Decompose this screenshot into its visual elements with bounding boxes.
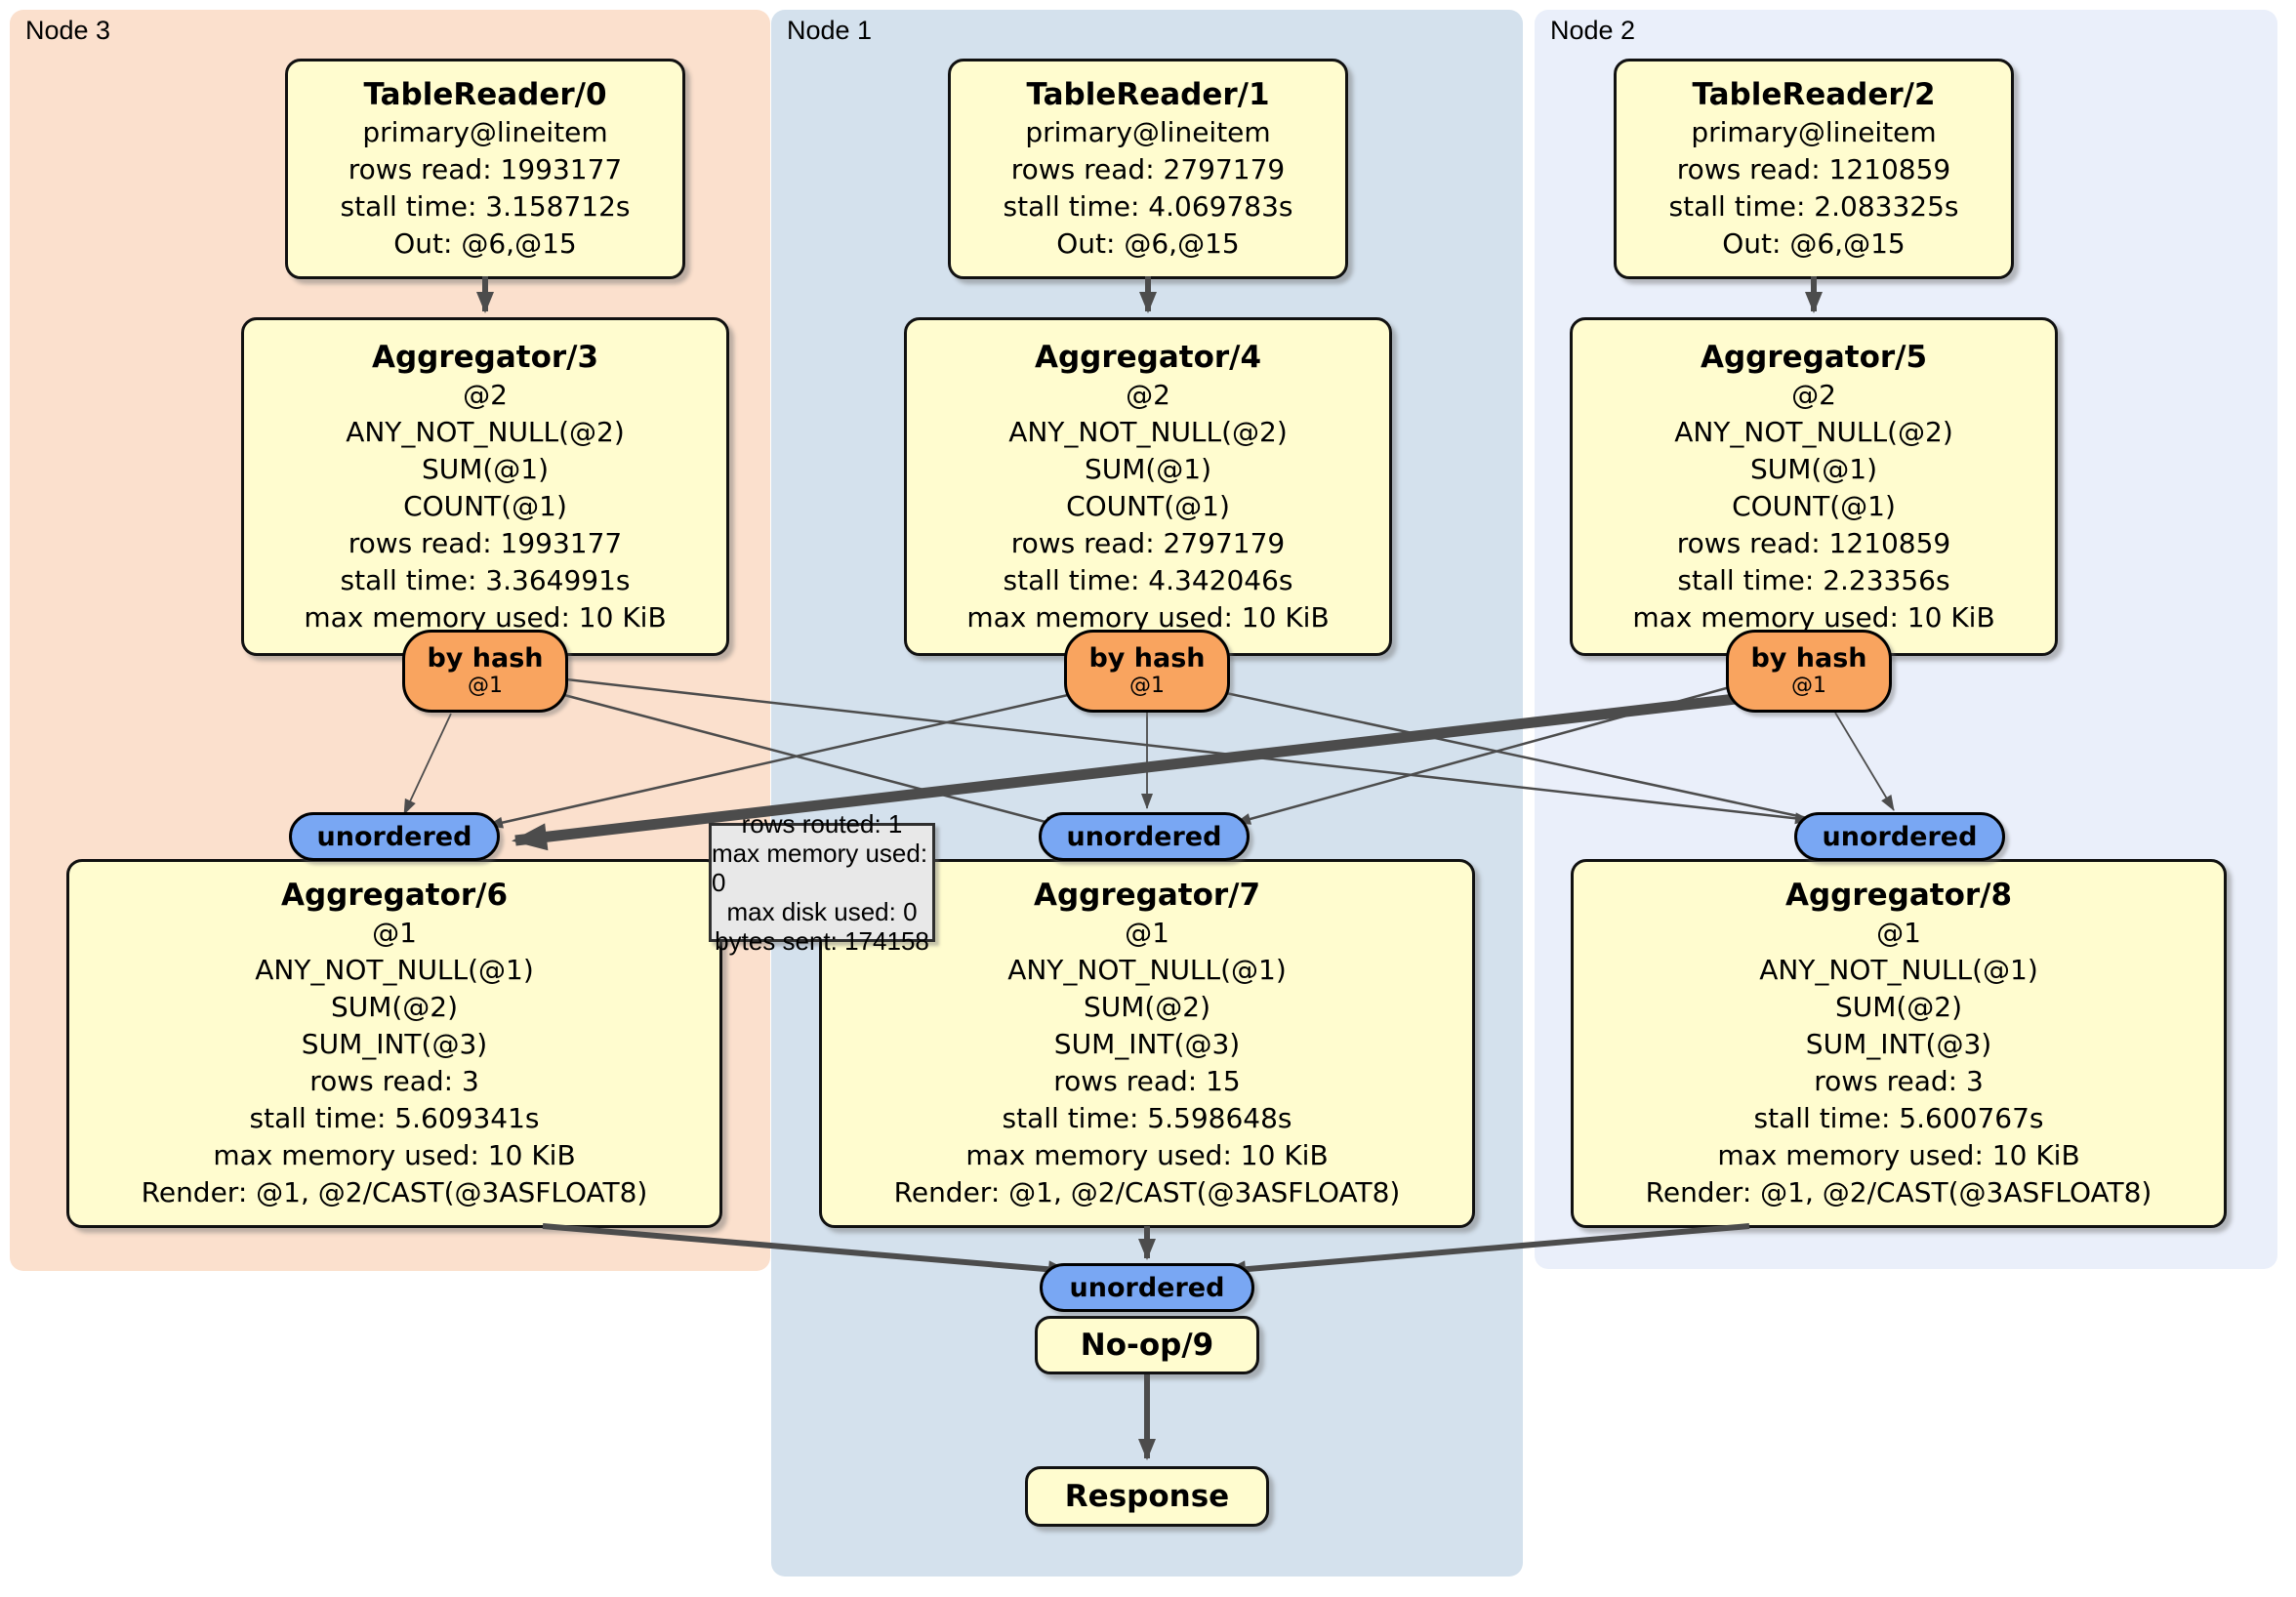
- plan-node-title: No-op/9: [1080, 1328, 1214, 1363]
- edge-tooltip: rows routed: 1 max memory used: 0 max di…: [709, 809, 935, 956]
- plan-node-title: Aggregator/3: [371, 339, 599, 375]
- plan-node-title: Aggregator/6: [280, 878, 509, 913]
- stream-unordered-node-1[interactable]: unordered: [1039, 812, 1250, 861]
- plan-node-aggregator-7[interactable]: Aggregator/7 @1 ANY_NOT_NULL(@1) SUM(@2)…: [819, 859, 1475, 1228]
- plan-node-aggregator-6[interactable]: Aggregator/6 @1 ANY_NOT_NULL(@1) SUM(@2)…: [66, 859, 722, 1228]
- plan-node-aggregator-8[interactable]: Aggregator/8 @1 ANY_NOT_NULL(@1) SUM(@2)…: [1571, 859, 2227, 1228]
- plan-node-title: Aggregator/7: [1033, 878, 1261, 913]
- panel-label-node-3: Node 3: [25, 16, 111, 45]
- tooltip-line: max disk used: 0: [726, 897, 918, 926]
- plan-node-tablereader-1[interactable]: TableReader/1 primary@lineitem rows read…: [948, 59, 1348, 279]
- plan-node-response[interactable]: Response: [1025, 1466, 1269, 1527]
- plan-node-title: Response: [1064, 1479, 1230, 1514]
- plan-node-title: Aggregator/4: [1034, 339, 1262, 375]
- plan-node-title: TableReader/0: [363, 77, 607, 112]
- tooltip-line: rows routed: 1: [741, 809, 903, 839]
- plan-node-aggregator-4[interactable]: Aggregator/4 @2 ANY_NOT_NULL(@2) SUM(@1)…: [904, 317, 1392, 656]
- router-by-hash-node-3[interactable]: by hash @1: [402, 630, 568, 713]
- plan-node-tablereader-0[interactable]: TableReader/0 primary@lineitem rows read…: [285, 59, 685, 279]
- plan-node-aggregator-3[interactable]: Aggregator/3 @2 ANY_NOT_NULL(@2) SUM(@1)…: [241, 317, 729, 656]
- router-by-hash-node-2[interactable]: by hash @1: [1726, 630, 1892, 713]
- plan-node-title: Aggregator/8: [1784, 878, 2013, 913]
- plan-node-aggregator-5[interactable]: Aggregator/5 @2 ANY_NOT_NULL(@2) SUM(@1)…: [1570, 317, 2058, 656]
- plan-node-tablereader-2[interactable]: TableReader/2 primary@lineitem rows read…: [1614, 59, 2014, 279]
- router-by-hash-node-1[interactable]: by hash @1: [1064, 630, 1230, 713]
- tooltip-line: bytes sent: 174158: [715, 926, 929, 956]
- stream-unordered-node-3[interactable]: unordered: [289, 812, 500, 861]
- plan-node-title: TableReader/1: [1026, 77, 1270, 112]
- plan-node-noop-9[interactable]: No-op/9: [1035, 1316, 1259, 1374]
- stream-unordered-final[interactable]: unordered: [1040, 1263, 1254, 1312]
- tooltip-line: max memory used: 0: [712, 839, 928, 897]
- plan-node-title: TableReader/2: [1692, 77, 1936, 112]
- plan-node-title: Aggregator/5: [1700, 339, 1928, 375]
- panel-label-node-1: Node 1: [787, 16, 873, 45]
- panel-label-node-2: Node 2: [1550, 16, 1636, 45]
- stream-unordered-node-2[interactable]: unordered: [1794, 812, 2005, 861]
